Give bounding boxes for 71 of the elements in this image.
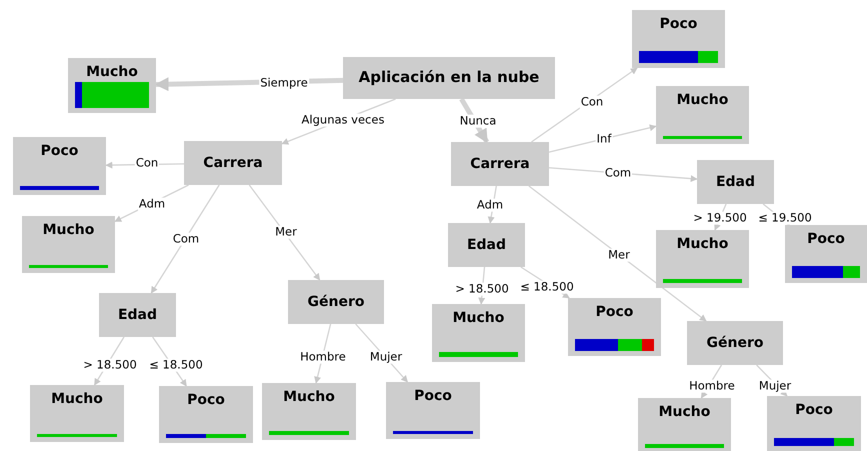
arrow (548, 124, 657, 153)
leaf-node (656, 86, 749, 144)
edge-label: Adm (476, 198, 504, 212)
edge-label: Hombre (688, 380, 736, 392)
edge-label: Mujer (368, 350, 404, 364)
leaf-node (22, 216, 115, 273)
leaf-node (785, 225, 867, 283)
node-label: Aplicación en la nube (358, 69, 540, 87)
leaf-node (767, 396, 861, 451)
edge-label: > 18.500 (454, 282, 510, 296)
arrow (528, 185, 707, 322)
leaf-node (432, 304, 525, 362)
node-label: Poco (414, 388, 452, 404)
edge-label: Adm (138, 198, 166, 210)
decision-node (451, 142, 549, 186)
node-label: Mucho (283, 389, 335, 406)
leaf-node (13, 137, 106, 195)
edge-label: Inf (596, 132, 612, 146)
leaf-node (656, 230, 749, 288)
edge-label: Algunas veces (300, 114, 386, 126)
decision-node (697, 160, 774, 204)
edge-label: Hombre (299, 350, 347, 364)
leaf-node (262, 383, 356, 440)
node-label: Mucho (51, 391, 103, 408)
decision-node (448, 223, 525, 267)
edge-label: ≤ 18.500 (148, 358, 204, 372)
node-label: Edad (716, 174, 756, 190)
node-label: Mucho (452, 310, 504, 326)
leaf-node (568, 298, 661, 356)
edge-label: Mer (607, 248, 631, 262)
arrow (150, 184, 220, 294)
node-label: Poco (187, 392, 225, 408)
node-label: Mucho (42, 222, 94, 238)
leaf-node (638, 398, 731, 451)
decision-node (687, 321, 783, 365)
edge-label: > 18.500 (82, 358, 138, 372)
decision-node (343, 57, 555, 99)
edge-label: ≤ 18.500 (519, 280, 575, 294)
edge-label: Nunca (458, 114, 498, 128)
node-label: Mucho (676, 236, 728, 252)
edge-label: > 19.500 (692, 212, 748, 224)
arrow (248, 184, 320, 281)
node-label: Carrera (470, 156, 530, 172)
node-label: Mucho (86, 64, 138, 80)
node-label: Edad (466, 236, 506, 254)
node-label: Mucho (676, 92, 728, 108)
decision-node (288, 280, 384, 324)
node-label: Carrera (203, 154, 263, 172)
node-label: Género (706, 334, 764, 352)
node-label: Poco (660, 16, 698, 32)
leaf-node (632, 10, 725, 68)
edge-label: Con (134, 156, 160, 170)
leaf-node (386, 382, 480, 439)
decision-node (99, 293, 176, 337)
decision-node (184, 141, 282, 185)
edge-label: Mer (274, 226, 298, 238)
edge-label: Con (580, 96, 604, 108)
edge-label: Siempre (259, 76, 309, 90)
leaf-node (159, 386, 253, 443)
node-label: Poco (795, 402, 833, 418)
edge-label: Mujer (758, 380, 792, 392)
node-label: Poco (807, 231, 845, 248)
edge-label: Com (604, 166, 632, 180)
edge-label: Com (172, 232, 200, 246)
node-label: Edad (118, 306, 158, 324)
node-label: Género (308, 294, 364, 310)
leaf-node (30, 385, 124, 442)
node-label: Poco (596, 304, 634, 320)
node-label: Poco (40, 143, 78, 160)
leaf-node (68, 58, 156, 113)
node-label: Mucho (658, 404, 710, 420)
